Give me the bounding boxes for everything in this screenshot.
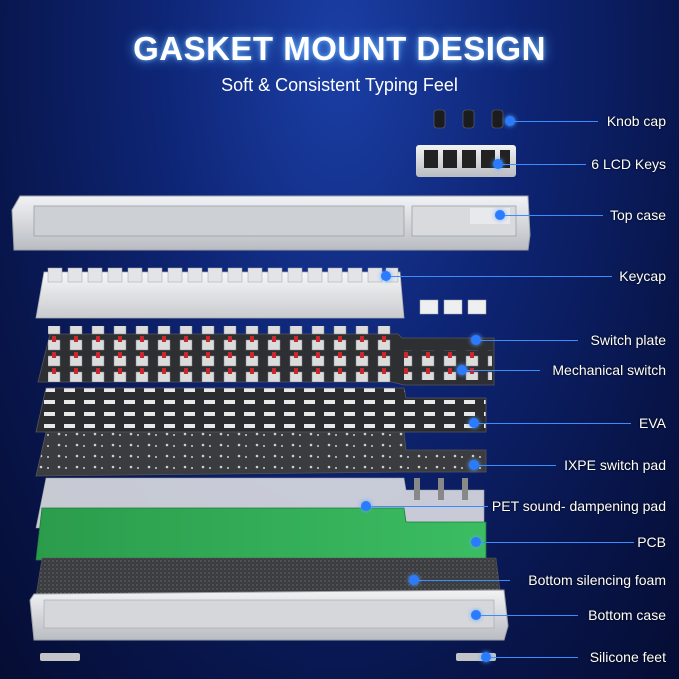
ixpe-switch-pad-layer bbox=[35, 431, 487, 477]
pcb-layer bbox=[35, 507, 487, 561]
keycap-marker bbox=[381, 271, 391, 281]
lcd-keys-module bbox=[416, 145, 516, 177]
label-pcb: PCB bbox=[637, 534, 666, 550]
mechanical-switch-leader bbox=[462, 370, 540, 371]
switch-plate-layer bbox=[37, 326, 495, 386]
eva-leader bbox=[474, 423, 631, 424]
keycap-layer bbox=[35, 267, 487, 319]
top-case-leader bbox=[500, 215, 603, 216]
label-top-case: Top case bbox=[609, 207, 666, 223]
page-title: GASKET MOUNT DESIGN bbox=[133, 30, 546, 67]
label-pet-sound-dampening-pad: PET sound- dampening pad bbox=[491, 498, 666, 514]
bottom-case-marker bbox=[471, 610, 481, 620]
label-knob-cap: Knob cap bbox=[606, 113, 666, 129]
switch-plate-marker bbox=[471, 335, 481, 345]
ixpe-leader bbox=[474, 465, 556, 466]
pet-pad-leader bbox=[366, 506, 488, 507]
silicone-feet-leader bbox=[486, 657, 578, 658]
label-lcd-keys: 6 LCD Keys bbox=[591, 156, 666, 172]
knob-cap-group bbox=[433, 109, 504, 129]
label-switch-plate: Switch plate bbox=[590, 332, 666, 348]
label-bottom-silencing-foam: Bottom silencing foam bbox=[528, 572, 666, 588]
top-case-marker bbox=[495, 210, 505, 220]
page-subtitle: Soft & Consistent Typing Feel bbox=[221, 75, 458, 95]
silicone-feet-group bbox=[40, 653, 496, 661]
label-mechanical-switch: Mechanical switch bbox=[552, 362, 666, 378]
mechanical-switch-marker bbox=[457, 365, 467, 375]
ixpe-marker bbox=[469, 460, 479, 470]
top-case-frame bbox=[11, 195, 531, 251]
label-keycap: Keycap bbox=[619, 268, 666, 284]
knob-cap-leader bbox=[510, 121, 598, 122]
foam-leader bbox=[414, 580, 510, 581]
label-eva: EVA bbox=[639, 415, 666, 431]
pcb-leader bbox=[476, 542, 634, 543]
label-bottom-case: Bottom case bbox=[588, 607, 666, 623]
keycap-leader bbox=[386, 276, 612, 277]
bottom-case-leader bbox=[476, 615, 578, 616]
lcd-keys-marker bbox=[493, 159, 503, 169]
foam-marker bbox=[409, 575, 419, 585]
switch-plate-leader bbox=[476, 340, 578, 341]
pet-pad-marker bbox=[361, 501, 371, 511]
label-silicone-feet: Silicone feet bbox=[589, 649, 666, 665]
label-ixpe-switch-pad: IXPE switch pad bbox=[564, 457, 666, 473]
knob-cap-marker bbox=[505, 116, 515, 126]
silicone-feet-marker bbox=[481, 652, 491, 662]
eva-marker bbox=[469, 418, 479, 428]
eva-layer bbox=[35, 387, 487, 433]
pcb-marker bbox=[471, 537, 481, 547]
bottom-case-layer bbox=[29, 589, 509, 641]
lcd-keys-leader bbox=[498, 164, 586, 165]
